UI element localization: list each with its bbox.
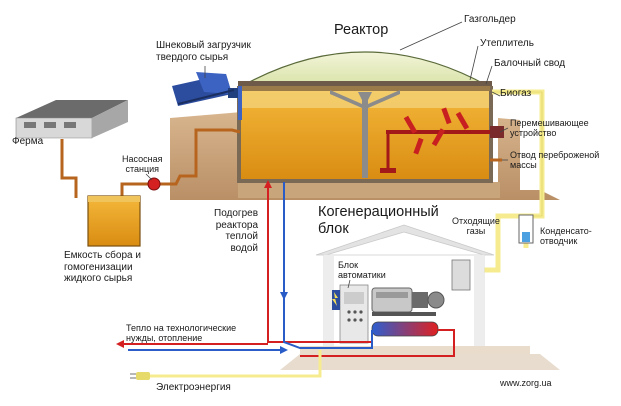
automation-cabinet-icon [332,284,369,344]
reactor-bottom [237,179,493,183]
insulation-layer [240,86,490,91]
label-website: www.zorg.ua [500,378,552,388]
feed-pipe [60,139,78,198]
label-beam-roof: Балочный свод [494,58,566,69]
condensate-drain-icon [518,214,534,244]
heating-up-arrow [264,180,272,188]
ground-mound [170,112,560,200]
label-condensate-drain: Конденсато- отводчик [540,226,592,247]
label-pump-station: Насосная станция [122,154,163,175]
label-exhaust-gases: Отходящие газы [452,216,500,237]
support-strut-right [368,90,400,108]
label-farm: Ферма [12,136,44,147]
gasholder-dome [241,51,489,87]
label-heat-needs: Тепло на технологические нужды, отоплени… [126,323,237,344]
support-column [358,92,372,178]
screw-loader-icon [172,72,242,120]
pointer-automation [347,279,351,289]
label-mixer: Перемешивающее устройство [510,118,589,139]
beam-roof [238,81,492,86]
heat-exchanger-icon [371,321,439,337]
label-insulation: Утеплитель [480,38,534,49]
return-arrow [280,346,288,354]
cogeneration-engine-icon [371,287,445,316]
pointer-biogas [491,91,501,97]
label-cogeneration-block: Когенерационный блок [318,204,439,237]
biogas-pipe-outline [492,91,543,217]
label-automation-block: Блок автоматики [338,260,386,281]
mixer-icon [380,107,504,173]
label-gasholder: Газгольдер [464,14,516,25]
pointer-gasholder [399,21,463,51]
label-collection-tank: Емкость сбора и гомогенизации жидкого сы… [64,250,141,284]
heat-arrow [116,340,124,348]
pointer-mixer [499,127,509,133]
collection-tank [87,195,141,247]
pointer-pump [145,173,153,181]
label-screw-loader: Шнековый загрузчик твердого сырья [156,40,251,63]
ground-strip [238,182,500,198]
reactor-wall-left [237,86,241,182]
electricity-plug-icon [130,372,150,380]
label-electricity: Электроэнергия [156,382,231,393]
label-biogas: Биогаз [500,88,532,99]
return-water-pipe [283,182,373,349]
pointer-insulation [469,45,479,81]
pump-pipe [120,128,241,196]
label-digestate-outlet: Отвод переброженой массы [510,150,600,171]
label-reactor-heating: Подогрев реактора теплой водой [214,208,259,254]
electricity-cable [150,350,322,378]
panel-box [451,259,471,291]
heating-down-arrow [280,292,288,300]
label-reactor: Реактор [334,22,389,38]
pump-icon [147,177,161,191]
farm-barn-icon [15,100,128,139]
pointer-beam [485,65,493,85]
support-strut-left [330,90,362,108]
